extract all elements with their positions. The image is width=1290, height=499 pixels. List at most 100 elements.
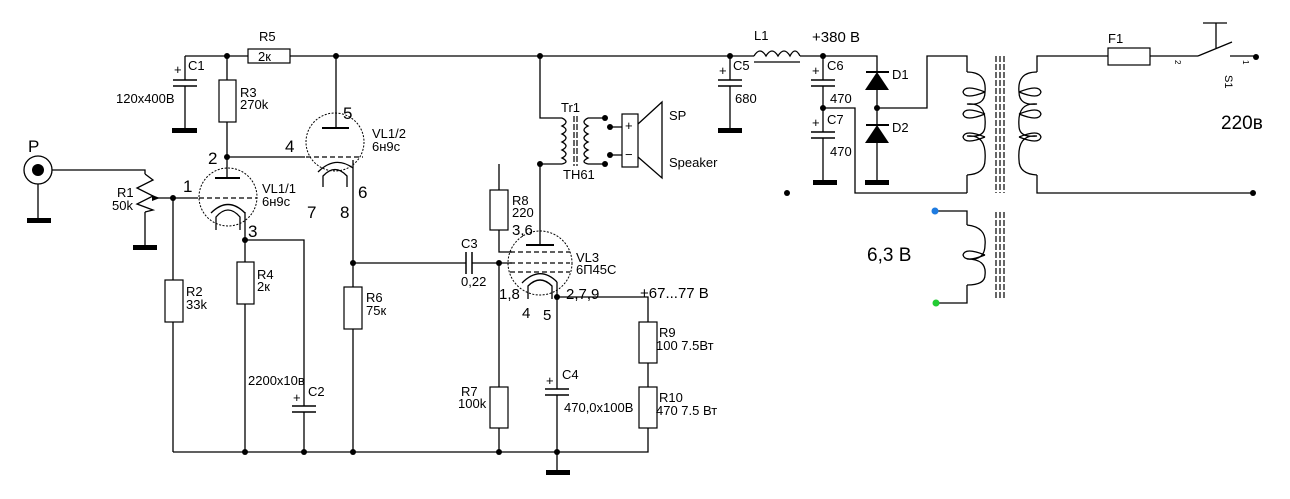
junction-dots (170, 53, 1259, 455)
resistor-r3 (218, 79, 237, 123)
label-r5: R5 (259, 29, 276, 44)
value-r1: 50k (112, 198, 133, 213)
label-d2: D2 (892, 120, 909, 135)
label-r3: R3 (240, 85, 257, 100)
label-text: + (812, 115, 820, 130)
label-text: 3,6 (512, 222, 533, 239)
value-c6: 470 (830, 91, 852, 106)
resistor-r8 (489, 189, 509, 231)
label-p: P (28, 137, 39, 156)
input-jack-p[interactable] (23, 155, 53, 185)
ground-symbols (27, 128, 889, 475)
label-tr1: Tr1 (561, 100, 580, 115)
resistor-r5 (247, 48, 291, 64)
value-c4: 470,0x100В (564, 400, 633, 415)
choke-l1 (753, 50, 801, 58)
voltage-67-77: +67...77 В (640, 285, 709, 302)
label-text: + (546, 373, 554, 388)
tube-vl1-1 (198, 167, 258, 230)
value-c2: 2200x10в (248, 373, 305, 388)
value-c7: 470 (830, 144, 852, 159)
label-text: + (719, 63, 727, 78)
tube-vl3 (507, 230, 573, 299)
resistors (135, 47, 1151, 429)
value-c5: 680 (735, 91, 757, 106)
label-text: 4 (285, 137, 294, 156)
label-speaker: Speaker (669, 155, 718, 170)
value-c3: 0,22 (461, 274, 486, 289)
value-r3: 270k (240, 97, 269, 112)
label-c3: C3 (461, 236, 478, 251)
output-transformer-tr1 (560, 115, 622, 167)
value-r10: 470 7.5 Вт (656, 403, 717, 418)
value-r5: 2к (258, 49, 271, 64)
label-text: 5 (343, 104, 352, 123)
mains-voltage-label: 220в (1221, 113, 1263, 134)
label-c1: C1 (188, 58, 205, 73)
label-r6: R6 (366, 290, 383, 305)
filament-terminal-a[interactable] (931, 207, 939, 215)
potentiometer-r1 (135, 173, 156, 213)
label-text: 8 (340, 203, 349, 222)
label-text: 4 (522, 305, 530, 322)
label-c5: C5 (733, 58, 750, 73)
label-r7: R7 (461, 384, 478, 399)
label-text: 2 (1173, 60, 1182, 65)
filament-terminal-b[interactable] (932, 299, 940, 307)
power-switch-s1[interactable] (1197, 22, 1256, 57)
label-r2: R2 (186, 284, 203, 299)
label-text: 1,8 (499, 286, 520, 303)
label-text: 3 (248, 222, 257, 241)
label-text: 7 (307, 203, 316, 222)
resistor-r2 (164, 279, 184, 323)
label-c6: C6 (827, 58, 844, 73)
label-vl1-1: VL1/1 (262, 181, 296, 196)
label-text: 1 (1241, 60, 1250, 65)
label-text: 6 (358, 183, 367, 202)
label-sp: SP (669, 108, 686, 123)
label-l1: L1 (754, 28, 768, 43)
label-text: + (625, 118, 633, 133)
label-r9: R9 (659, 325, 676, 340)
value-c1: 120x400B (116, 91, 175, 106)
resistor-r6 (343, 286, 363, 330)
resistor-r10 (638, 386, 658, 429)
label-r1: R1 (117, 185, 134, 200)
label-c4: C4 (562, 367, 579, 382)
resistor-r9 (638, 321, 658, 364)
label-text: 2 (208, 149, 217, 168)
value-r6: 75к (366, 303, 386, 318)
label-d1: D1 (892, 67, 909, 82)
diodes (865, 71, 889, 143)
labels: P R1 50k R2 33k R3 270k R4 2к R5 2к R6 7… (28, 28, 1263, 418)
label-c7: C7 (827, 112, 844, 127)
value-r8: 220 (512, 205, 534, 220)
type-vl1-1: 6н9с (262, 194, 291, 209)
label-s1: S1 (1222, 75, 1234, 88)
label-c2: C2 (308, 384, 325, 399)
resistor-r7 (489, 386, 509, 429)
label-text: 2,7,9 (566, 286, 599, 303)
label-vl1-2: VL1/2 (372, 126, 406, 141)
type-tr1: TH61 (563, 167, 595, 182)
type-vl3: 6П45С (576, 262, 616, 277)
tube-vl1-2 (305, 112, 365, 187)
label-text: − (625, 147, 633, 162)
filament-voltage-label: 6,3 В (867, 245, 911, 266)
label-text: + (812, 63, 820, 78)
fuse-f1 (1107, 47, 1151, 66)
resistor-r4 (236, 261, 255, 305)
label-text: 5 (543, 307, 551, 324)
value-r2: 33k (186, 297, 207, 312)
label-r4: R4 (257, 267, 274, 282)
label-text: + (293, 390, 301, 405)
capacitors (173, 79, 835, 413)
power-transformer (962, 56, 1042, 298)
speaker-icon (621, 100, 663, 180)
type-vl1-2: 6н9с (372, 139, 401, 154)
voltage-380: +380 В (812, 29, 860, 46)
label-f1: F1 (1108, 31, 1123, 46)
value-r9: 100 7.5Вт (656, 338, 714, 353)
